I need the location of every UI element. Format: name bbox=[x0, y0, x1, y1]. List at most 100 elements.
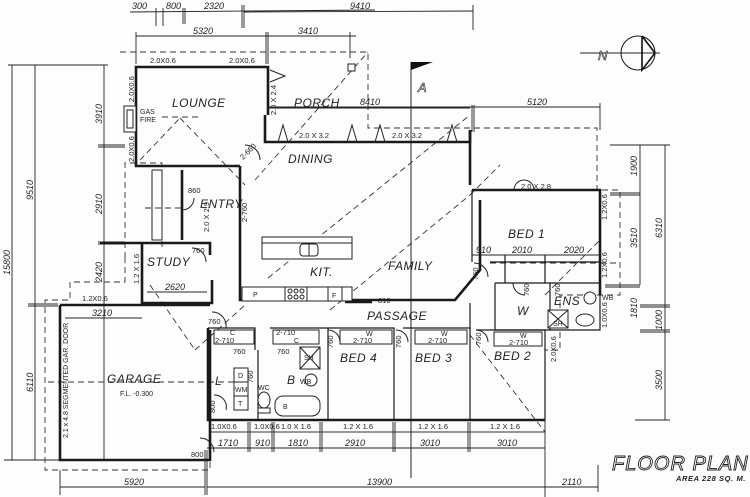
dim-label: 3510 bbox=[629, 228, 639, 248]
door-label: 810 bbox=[378, 296, 391, 305]
dim-label: 3910 bbox=[94, 104, 104, 124]
room-label-entry: ENTRY bbox=[200, 197, 243, 211]
room-label-porch: PORCH bbox=[294, 96, 340, 110]
room-label-bed4: BED 4 bbox=[340, 351, 377, 365]
gas-fire-label: GAS bbox=[140, 109, 155, 116]
room-label-study: STUDY bbox=[147, 255, 191, 269]
dim-label: 2320 bbox=[203, 1, 224, 11]
dim-label: 8410 bbox=[360, 97, 380, 107]
dim-label: 800 bbox=[166, 1, 181, 11]
dim-label: 9410 bbox=[350, 1, 370, 11]
garage-door-label: 2.1 x 4.8 SEGMENTED GAR. DOOR bbox=[63, 323, 70, 438]
dim-label: 3500 bbox=[654, 370, 664, 390]
dim-label: 1710 bbox=[218, 438, 238, 448]
window-label: 2.0 X 2.8 bbox=[521, 182, 551, 191]
dimension-labels: 300 800 2320 9410 5320 3410 8410 5120 15… bbox=[2, 1, 664, 487]
bath-cupboard-label: C bbox=[294, 338, 299, 345]
window-label: 1.2 X 1.6 bbox=[343, 422, 373, 431]
door-label: 760 bbox=[233, 347, 246, 356]
window-label: 1.2X0.6 bbox=[82, 294, 108, 303]
dim-label: 6110 bbox=[25, 373, 35, 392]
laundry-cupboard-label: C bbox=[230, 330, 235, 337]
window-label: 2.0 X 2.9 bbox=[202, 202, 211, 232]
cupboard-size-label: 2-710 bbox=[509, 338, 528, 347]
dim-label: 2420 bbox=[94, 262, 104, 283]
door-labels: 2-660 2-760 860 760 760 2-710 760 2-710 … bbox=[188, 141, 562, 459]
title-block: FLOOR PLAN AREA 228 SQ. M. N A bbox=[417, 48, 748, 483]
room-label-garage: GARAGE bbox=[107, 372, 162, 386]
dim-label: 300 bbox=[132, 1, 147, 11]
room-label-bed3: BED 3 bbox=[415, 351, 452, 365]
dim-label: 3410 bbox=[298, 26, 318, 36]
room-label-passage: PASSAGE bbox=[367, 309, 427, 323]
cupboard-size-label: 2-710 bbox=[353, 336, 372, 345]
room-label-bed1: BED 1 bbox=[508, 227, 545, 241]
plan-area: AREA 228 SQ. M. bbox=[675, 474, 746, 483]
dim-label: 910 bbox=[476, 245, 491, 255]
garage-floor-level: F.L. -0.300 bbox=[120, 391, 153, 398]
room-label-bath: B bbox=[287, 373, 296, 387]
washing-machine-label: WM bbox=[235, 387, 248, 394]
door-label: 760 bbox=[208, 317, 221, 326]
dim-label: 15800 bbox=[2, 250, 12, 275]
walls bbox=[58, 65, 602, 462]
door-label: 760 bbox=[277, 347, 290, 356]
window-label: 2.0X0.6 bbox=[150, 56, 176, 65]
room-label-kitchen: KIT. bbox=[310, 265, 333, 279]
cupboard-size-label: 2-710 bbox=[276, 328, 295, 337]
dim-label: 1810 bbox=[629, 298, 639, 318]
dim-label: 5320 bbox=[193, 26, 213, 36]
bath-shower-label: SH bbox=[304, 355, 314, 362]
dim-label: 3010 bbox=[497, 438, 517, 448]
window-label: 2.0 X 3.2 bbox=[299, 131, 329, 140]
window-labels: 2.0X0.6 2.0X0.6 2.0X0.6 2.0X0.6 2.0 X 2.… bbox=[82, 56, 609, 431]
window-label: 2.0X0.6 bbox=[127, 76, 136, 102]
cupboard-size-label: 2-710 bbox=[215, 336, 234, 345]
dim-label: 1900 bbox=[629, 156, 639, 176]
door-label: 760 bbox=[394, 335, 403, 348]
dim-label: 2910 bbox=[94, 194, 104, 215]
gas-fire-label-2: FIRE bbox=[140, 117, 156, 124]
window-label: 2.0X0.6 bbox=[549, 336, 558, 362]
ensuite-shower-label: SH bbox=[553, 321, 563, 328]
door-label: 760 bbox=[192, 246, 205, 255]
dim-label: 2020 bbox=[563, 245, 584, 255]
dim-label: 13900 bbox=[367, 477, 392, 487]
room-label-bed2: BED 2 bbox=[494, 349, 531, 363]
dryer-label: D bbox=[238, 373, 243, 380]
fridge-label: F bbox=[332, 293, 336, 300]
laundry-tub-label: T bbox=[238, 401, 243, 408]
room-label-lounge: LOUNGE bbox=[172, 96, 226, 110]
dim-label: 1810 bbox=[288, 438, 308, 448]
window-label: 1.0 X 1.6 bbox=[281, 422, 311, 431]
door-label: 760 bbox=[471, 267, 480, 280]
section-marker-a: A bbox=[417, 80, 427, 95]
door-label: 2-660 bbox=[238, 141, 258, 161]
door-label: 800 bbox=[208, 400, 217, 413]
room-label-dining: DINING bbox=[288, 152, 333, 166]
dim-label: 3010 bbox=[420, 438, 440, 448]
window-label: 1.2 X 1.6 bbox=[132, 254, 141, 284]
door-label: 860 bbox=[188, 186, 201, 195]
window-label: 2.0 X 3.2 bbox=[392, 131, 422, 140]
dim-label: 5120 bbox=[527, 97, 547, 107]
fixture-labels: GAS FIRE P F D WM T WC WB SH B C C W W W… bbox=[63, 109, 614, 438]
door-label: 800 bbox=[191, 450, 204, 459]
dim-label: 2620 bbox=[164, 282, 185, 292]
dim-label: 6310 bbox=[654, 218, 664, 238]
north-label: N bbox=[598, 48, 608, 63]
door-label: 760 bbox=[246, 370, 255, 383]
window-label: 1.0X0.6 bbox=[211, 422, 237, 431]
bed2-wardrobe-label: W bbox=[520, 333, 527, 340]
window-label: 1.2X0.6 bbox=[600, 194, 609, 220]
door-label: 760 bbox=[474, 332, 483, 345]
dim-label: 910 bbox=[255, 438, 270, 448]
door-label: 760 bbox=[326, 335, 335, 348]
dimension-lines bbox=[4, 5, 670, 497]
door-label: 2-760 bbox=[240, 203, 249, 222]
bath-wb-label: WB bbox=[300, 379, 312, 386]
room-labels: LOUNGE PORCH DINING ENTRY STUDY KIT. FAM… bbox=[107, 96, 580, 398]
room-label-ensuite: ENS bbox=[554, 294, 580, 308]
bathtub-label: B bbox=[283, 404, 288, 411]
